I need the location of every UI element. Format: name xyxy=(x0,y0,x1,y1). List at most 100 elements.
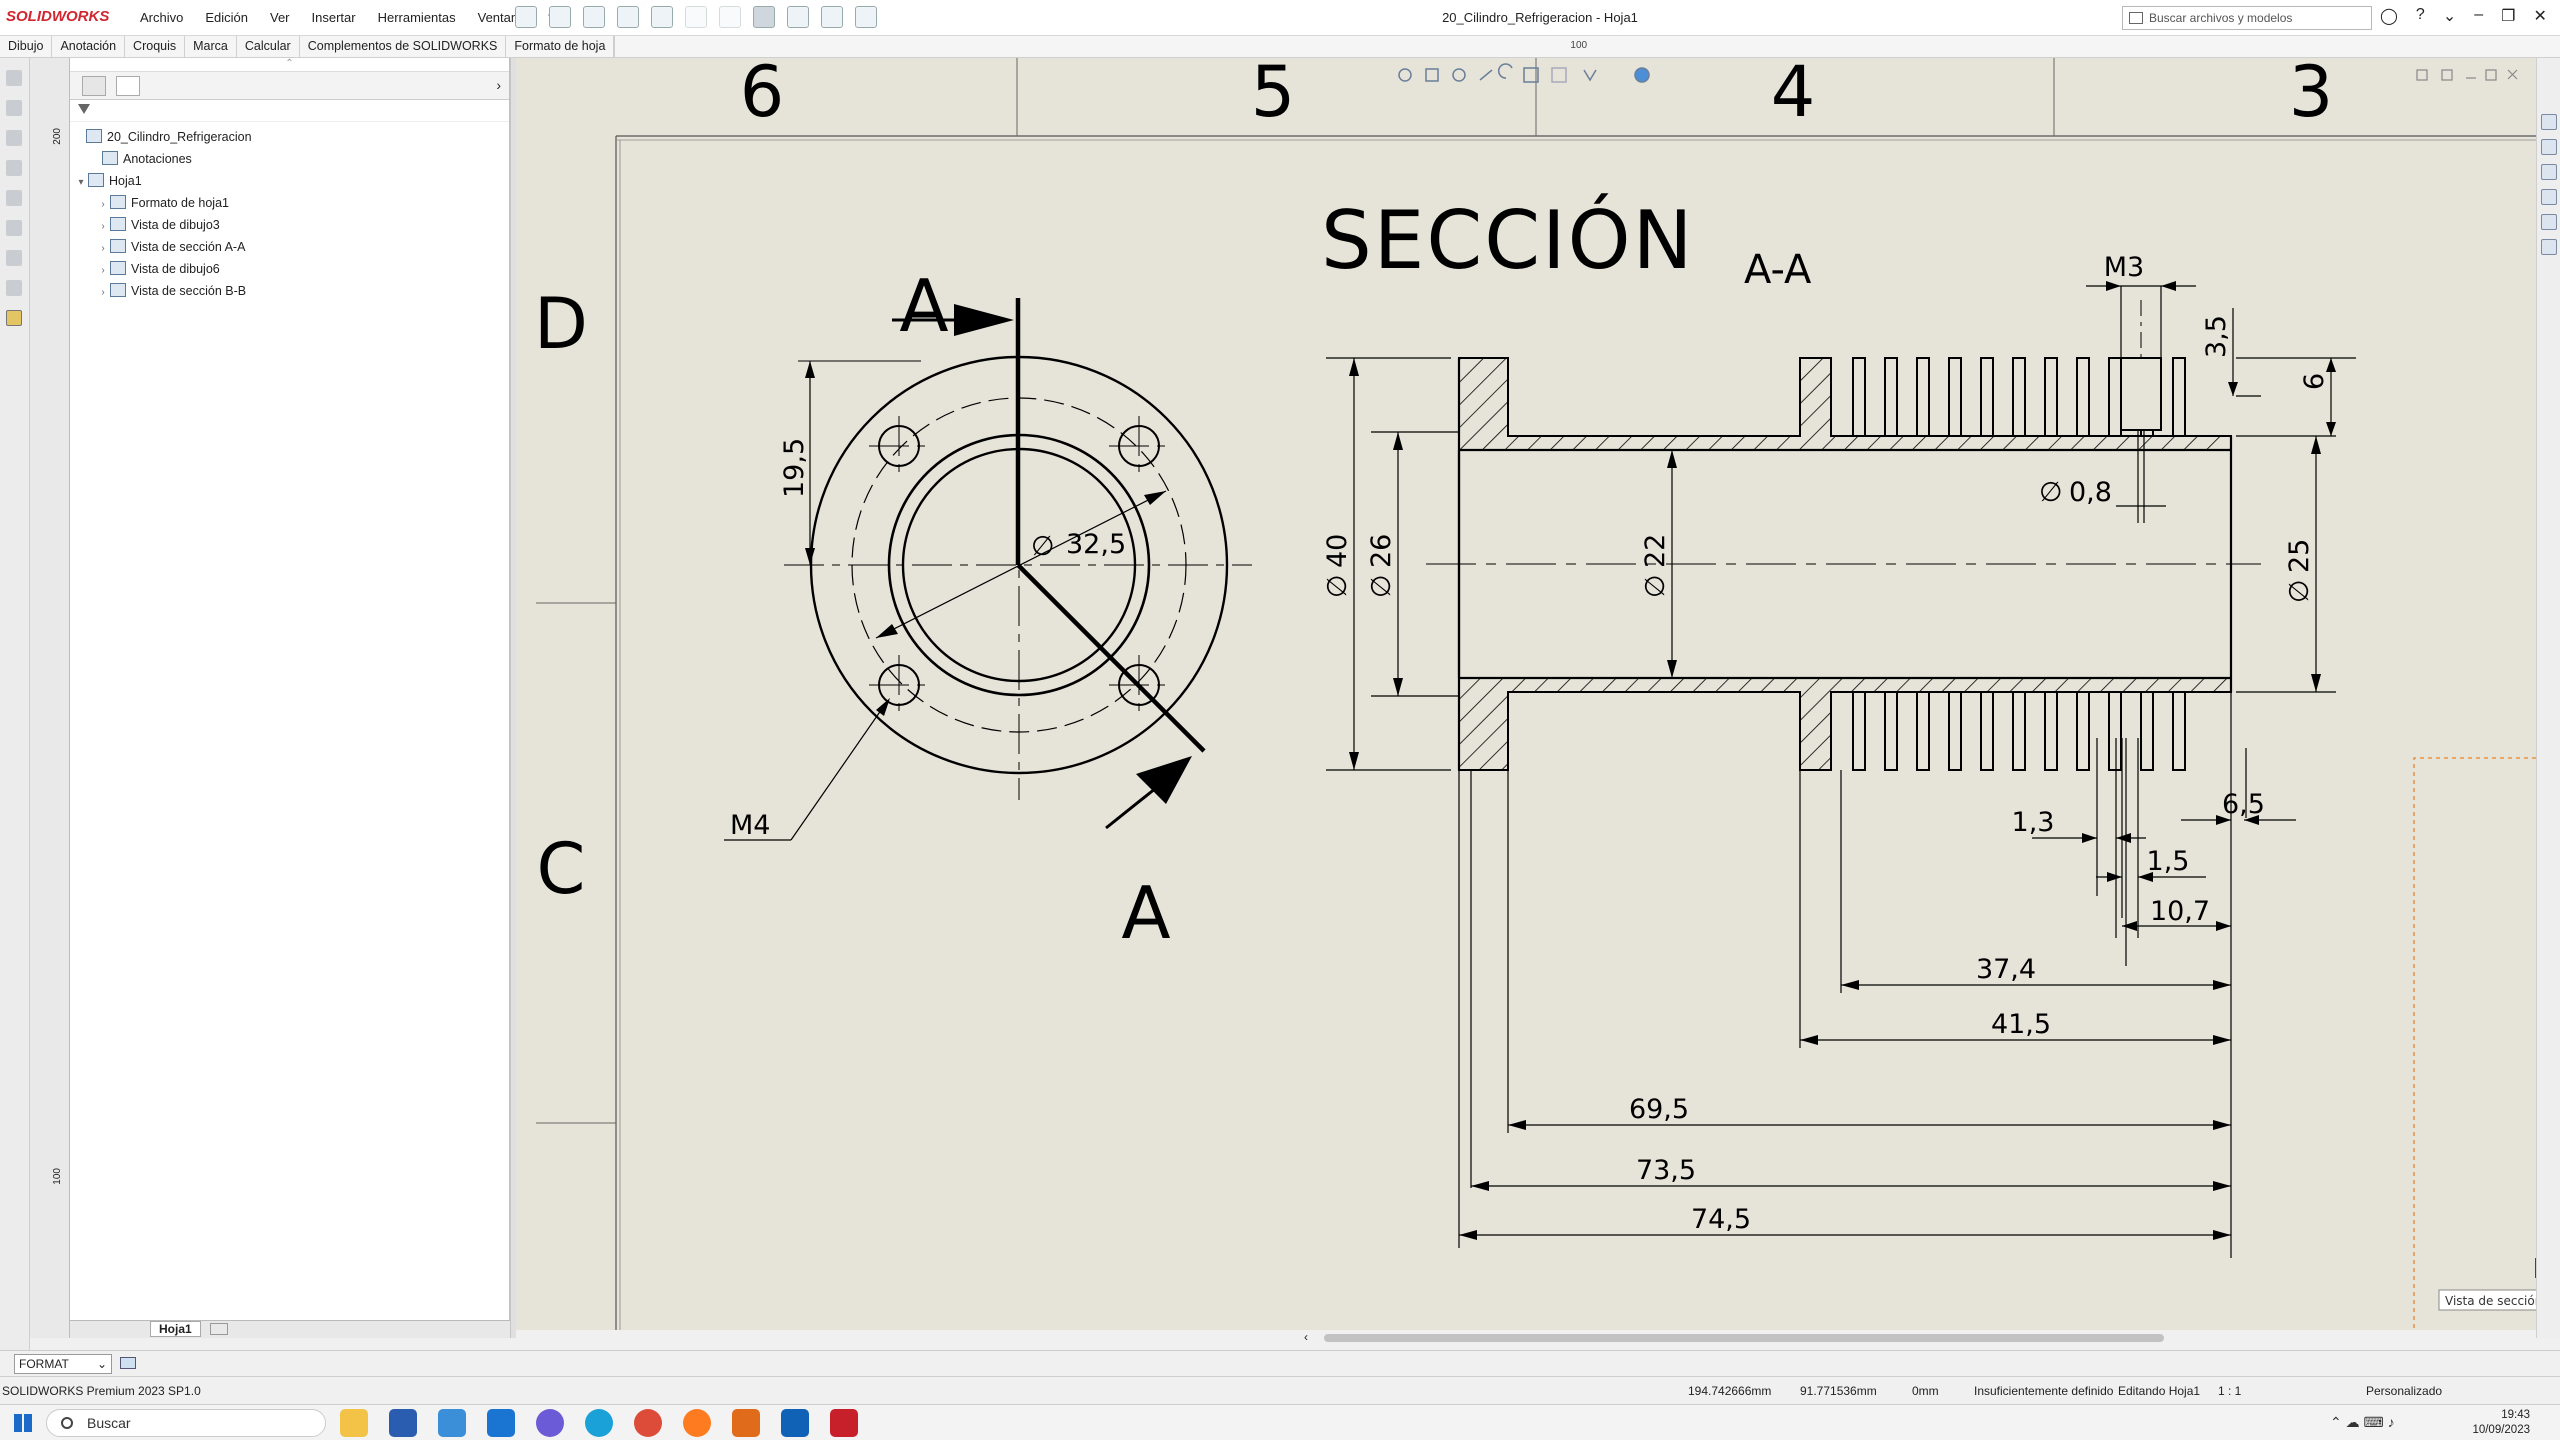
tree-item-vista-de-dibujo3[interactable]: ›Vista de dibujo3 xyxy=(70,214,509,236)
save-icon[interactable] xyxy=(617,6,639,28)
chevron-right-icon[interactable]: › xyxy=(496,77,501,93)
outlook-app-icon[interactable] xyxy=(781,1409,809,1437)
custom-properties-icon[interactable] xyxy=(2541,239,2557,255)
search-files-input[interactable]: Buscar archivos y modelos xyxy=(2122,6,2372,30)
gear-icon[interactable] xyxy=(855,6,877,28)
menu-herramientas[interactable]: Herramientas xyxy=(377,10,456,25)
traffic-light-icon[interactable] xyxy=(787,6,809,28)
sheet-scale[interactable]: 1 : 1 xyxy=(2218,1384,2242,1398)
restore-icon[interactable]: ❐ xyxy=(2501,8,2516,25)
property-tab-icon[interactable] xyxy=(116,76,140,96)
dim-1-3[interactable]: 1,3 xyxy=(2012,807,2055,838)
dim-1-5[interactable]: 1,5 xyxy=(2147,846,2190,877)
tab-calcular[interactable]: Calcular xyxy=(237,36,300,58)
add-sheet-icon[interactable] xyxy=(210,1323,229,1335)
sheet-tab-hoja1[interactable]: Hoja1 xyxy=(150,1321,201,1337)
tree-item-vista-de-seccion-bb[interactable]: ›Vista de sección B-B xyxy=(70,280,509,302)
edge-browser-icon[interactable] xyxy=(585,1409,613,1437)
tool-icon[interactable] xyxy=(6,100,22,116)
tree-item-vista-de-seccion-aa[interactable]: ›Vista de sección A-A xyxy=(70,236,509,258)
home-icon[interactable] xyxy=(515,6,537,28)
dim-diameter-26[interactable]: 26 xyxy=(1366,534,1397,568)
minimize-icon[interactable]: – xyxy=(2474,6,2484,23)
file-properties-icon[interactable] xyxy=(821,6,843,28)
view-palette-icon[interactable] xyxy=(2541,189,2557,205)
scroll-thumb[interactable] xyxy=(1324,1334,2164,1342)
feature-tree-tab-icon[interactable] xyxy=(82,76,106,96)
tool-icon[interactable] xyxy=(6,280,22,296)
photos-app-icon[interactable] xyxy=(438,1409,466,1437)
tree-item-vista-de-dibujo6[interactable]: ›Vista de dibujo6 xyxy=(70,258,509,280)
layer-select[interactable]: FORMAT⌄ xyxy=(14,1354,112,1374)
resources-home-icon[interactable] xyxy=(2541,114,2557,130)
user-icon[interactable]: ◯ xyxy=(2380,8,2398,25)
sublime-app-icon[interactable] xyxy=(732,1409,760,1437)
dim-10-7[interactable]: 10,7 xyxy=(2150,896,2210,927)
unit-system[interactable]: Personalizado xyxy=(2366,1384,2443,1398)
dim-73-5[interactable]: 73,5 xyxy=(1636,1155,1696,1186)
menu-archivo[interactable]: Archivo xyxy=(140,10,184,25)
front-view[interactable] xyxy=(724,298,1252,841)
tree-filter[interactable] xyxy=(70,100,509,122)
dim-69-5[interactable]: 69,5 xyxy=(1629,1094,1689,1125)
chrome-browser-icon[interactable] xyxy=(634,1409,662,1437)
tree-item-hoja1[interactable]: ▾Hoja1 xyxy=(70,170,509,192)
menu-ver[interactable]: Ver xyxy=(270,10,290,25)
tab-anotacion[interactable]: Anotación xyxy=(52,36,126,58)
panel-grip[interactable]: ⌃ xyxy=(70,58,509,72)
dim-diameter-0-8[interactable]: 0,8 xyxy=(2069,477,2112,508)
mail-app-icon[interactable] xyxy=(487,1409,515,1437)
tree-item-formato-de-hoja[interactable]: ›Formato de hoja1 xyxy=(70,192,509,214)
tree-expander[interactable]: › xyxy=(101,287,105,298)
tree-expander[interactable]: › xyxy=(101,221,105,232)
help-icon[interactable]: ? xyxy=(2415,6,2425,23)
tab-complementos[interactable]: Complementos de SOLIDWORKS xyxy=(300,36,507,58)
tree-expander[interactable]: ▾ xyxy=(78,177,84,188)
menu-insertar[interactable]: Insertar xyxy=(311,10,356,25)
new-document-icon[interactable] xyxy=(549,6,571,28)
tree-expander[interactable]: › xyxy=(101,199,105,210)
chevron-down-icon[interactable]: ⌄ xyxy=(2442,8,2457,25)
thread-note-m3[interactable]: M3 xyxy=(2104,252,2144,283)
tab-dibujo[interactable]: Dibujo xyxy=(0,36,53,58)
dim-diameter-32-5[interactable]: 32,5 xyxy=(1066,529,1126,560)
menu-ventana[interactable]: Ventana xyxy=(477,10,526,25)
solidworks-app-icon[interactable] xyxy=(830,1409,858,1437)
print-icon[interactable] xyxy=(651,6,673,28)
tool-icon[interactable] xyxy=(6,220,22,236)
dim-diameter-40[interactable]: 40 xyxy=(1322,534,1353,568)
tree-item-anotaciones[interactable]: Anotaciones xyxy=(70,148,509,170)
copilot-app-icon[interactable] xyxy=(536,1409,564,1437)
windows-start-icon[interactable] xyxy=(14,1414,32,1432)
dim-41-5[interactable]: 41,5 xyxy=(1991,1009,2051,1040)
tool-icon[interactable] xyxy=(6,250,22,266)
dim-19-5[interactable]: 19,5 xyxy=(779,438,810,498)
redo-icon[interactable] xyxy=(719,6,741,28)
system-clock[interactable]: 19:43 10/09/2023 xyxy=(2410,1408,2530,1438)
tool-icon[interactable] xyxy=(6,130,22,146)
section-view[interactable] xyxy=(1426,300,2261,771)
taskbar-search[interactable]: Buscar xyxy=(46,1409,326,1437)
close-icon[interactable]: ✕ xyxy=(2533,8,2547,25)
horizontal-scrollbar[interactable]: ‹ xyxy=(1300,1330,2536,1346)
tree-expander[interactable]: › xyxy=(101,265,105,276)
tool-icon[interactable] xyxy=(6,190,22,206)
design-library-icon[interactable] xyxy=(2541,139,2557,155)
select-arrow-icon[interactable] xyxy=(753,6,775,28)
system-tray-icons[interactable]: ⌃ ☁ ⌨ ♪ xyxy=(2330,1414,2395,1430)
file-explorer-icon[interactable] xyxy=(2541,164,2557,180)
tool-icon[interactable] xyxy=(6,160,22,176)
dim-6[interactable]: 6 xyxy=(2299,373,2330,390)
dim-3-5[interactable]: 3,5 xyxy=(2201,315,2232,358)
drawing-canvas[interactable]: 6 5 4 3 D C xyxy=(516,58,2536,1330)
dim-diameter-22[interactable]: 22 xyxy=(1640,534,1671,568)
layer-properties-icon[interactable] xyxy=(120,1357,136,1369)
dim-6-5[interactable]: 6,5 xyxy=(2222,789,2265,820)
smart-dimension-icon[interactable] xyxy=(6,310,22,326)
scroll-left-icon[interactable]: ‹ xyxy=(1304,1330,1308,1344)
tool-icon[interactable] xyxy=(6,70,22,86)
dim-diameter-25[interactable]: 25 xyxy=(2284,539,2315,573)
tree-item-root[interactable]: 20_Cilindro_Refrigeracion xyxy=(70,126,509,148)
menu-edicion[interactable]: Edición xyxy=(205,10,248,25)
tab-croquis[interactable]: Croquis xyxy=(125,36,186,58)
